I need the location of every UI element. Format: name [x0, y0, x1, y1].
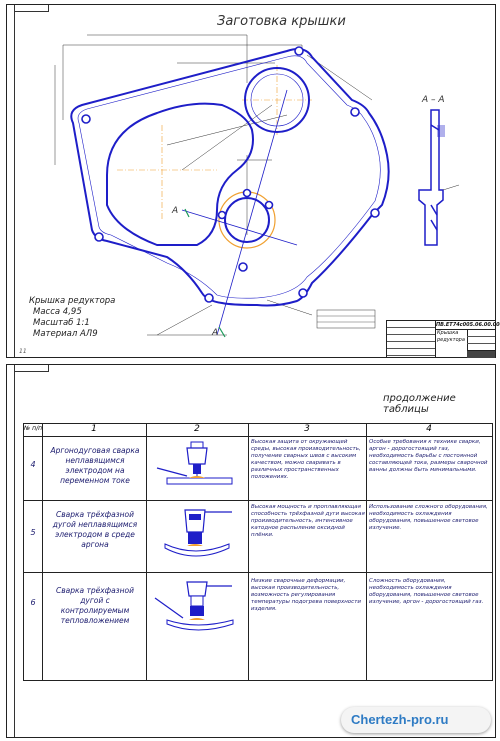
methods-table: № п/п 1 2 3 4 4 Аргонодуговая сварка неп…	[23, 423, 493, 681]
table-row: 6 Сварка трёхфазной дугой с контролируем…	[24, 572, 492, 680]
part-drawing: Заготовка крышки	[29, 14, 460, 339]
row-advantages: Высокая защита от окружающей среды, высо…	[251, 439, 361, 480]
bolt-holes	[81, 46, 380, 303]
section-view	[418, 109, 444, 246]
side-strip	[7, 365, 15, 737]
part-mass: Масса 4,95	[33, 307, 82, 317]
header-col4: 4	[426, 424, 432, 434]
header-col1: 1	[91, 424, 97, 434]
row-disadvantages: Использование сложного оборудования, нео…	[369, 504, 488, 531]
row-disadvantages: Особые требования к технике сварки, арго…	[369, 439, 488, 473]
section-mark-upper: А	[171, 206, 178, 216]
row-advantages: Высокая мощность и проплавляющая способн…	[251, 504, 365, 538]
inner-window	[106, 102, 254, 246]
drawing-sheet-top: Заготовка крышки	[6, 4, 500, 358]
title-block: ПВ.ЕТ74с005.06.00.000 Крышка редуктора	[386, 320, 500, 358]
header-col2: 2	[194, 424, 200, 434]
code-box	[14, 5, 49, 12]
drawing-title: Заготовка крышки	[217, 14, 346, 29]
row-number: 4	[30, 460, 36, 469]
watermark-text: Chertezh-pro.ru	[351, 712, 449, 727]
watermark: Chertezh-pro.ru	[341, 707, 491, 733]
row-number: 5	[30, 528, 36, 537]
table-header: № п/п 1 2 3 4	[24, 424, 492, 437]
part-name: Крышка редуктора	[29, 296, 115, 306]
section-title: А – А	[421, 95, 445, 105]
upper-bore	[244, 67, 310, 133]
stamp-code: ПВ.ЕТ74с005.06.00.000	[436, 322, 500, 330]
part-scale: Масштаб 1:1	[33, 318, 90, 328]
drawing-sheet-bottom: продолжение таблицы № п/п 1 2 3 4 4 Арго…	[6, 364, 496, 738]
side-strip	[7, 5, 15, 357]
row-method: Аргонодуговая сварка неплавящимся электр…	[50, 446, 140, 485]
part-material: Материал АЛ9	[33, 329, 98, 339]
section-mark-lower: А	[211, 328, 218, 338]
page-number-top: 11	[19, 348, 27, 355]
table-row: 4 Аргонодуговая сварка неплавящимся элек…	[24, 436, 492, 501]
row-number: 6	[30, 598, 36, 607]
code-box	[14, 365, 49, 372]
welding-torch-illustration	[156, 441, 233, 485]
row-method: Сварка трёхфазной дугой с контролируемым…	[55, 586, 135, 625]
row-disadvantages: Сложность оборудования, необходимость ох…	[369, 578, 484, 605]
stamp-name: Крышка редуктора	[436, 330, 468, 350]
row-advantages: Низкие сварочные деформации, высокая про…	[251, 578, 361, 612]
controlled-heat-torch-illustration	[154, 581, 234, 631]
three-phase-torch-illustration	[164, 509, 232, 557]
table-row: 5 Сварка трёхфазной дугой неплавящимся э…	[24, 500, 492, 573]
part-outline	[70, 48, 390, 307]
header-num: № п/п	[24, 425, 43, 432]
table-caption: продолжение таблицы	[383, 393, 456, 415]
header-col3: 3	[304, 424, 310, 434]
row-method: Сварка трёхфазной дугой неплавящимся эле…	[52, 510, 138, 549]
